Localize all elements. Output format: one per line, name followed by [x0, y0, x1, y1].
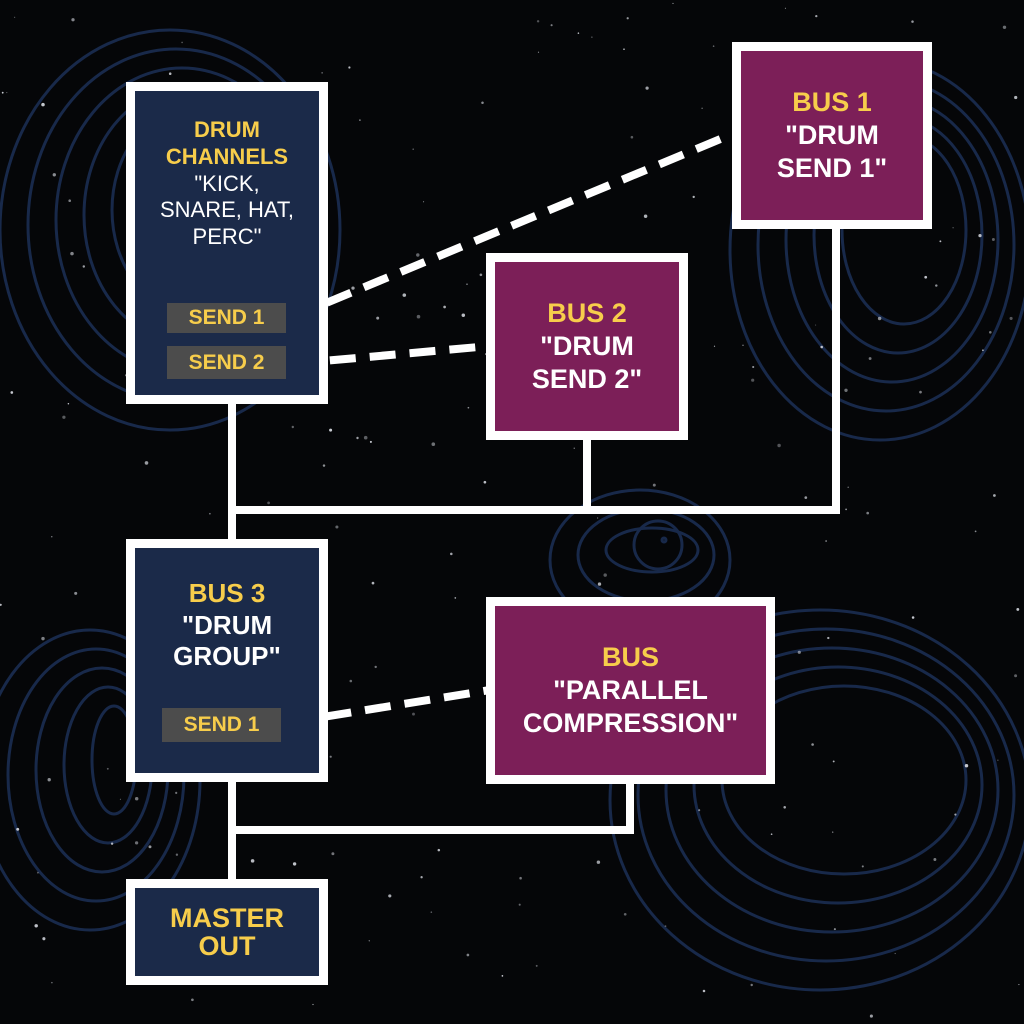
bus3-title: BUS 3 [188, 578, 266, 608]
bus3-send1-to-parallel-dashed-line [285, 686, 491, 727]
drum-channels-box: DRUM CHANNELS "KICK, SNARE, HAT, PERC" [126, 82, 328, 404]
heart-illustration-texture [0, 28, 1024, 992]
drum-channels-send2-tag: SEND 2 [167, 346, 286, 379]
parallel-bus-name-line1: "PARALLEL [553, 675, 708, 706]
bus1-name-line2: SEND 1" [776, 152, 888, 183]
master-out-line2: OUT [198, 931, 256, 961]
bus3-name-line2: GROUP" [173, 641, 281, 672]
bus3-box: BUS 3 "DRUM GROUP" [126, 539, 328, 782]
bus3-send1-tag: SEND 1 [162, 708, 281, 742]
parallel-bus-name-line2: COMPRESSION" [522, 707, 739, 738]
parallel-return-line [232, 780, 634, 834]
send2-to-bus2-dashed-line [289, 342, 491, 368]
bus1-return-line [232, 228, 840, 514]
bus2-box: BUS 2 "DRUM SEND 2" [486, 253, 688, 440]
bus2-name-line1: "DRUM [540, 331, 634, 362]
bus1-name-line1: "DRUM [785, 120, 879, 151]
bus1-title: BUS 1 [792, 87, 872, 118]
drum-channels-title-line1: DRUM [194, 117, 260, 142]
bus2-title: BUS 2 [547, 298, 627, 329]
drum-channels-send1-tag: SEND 1 [167, 303, 286, 333]
drum-channels-desc-line3: PERC" [192, 224, 262, 250]
master-out-line1: MASTER [170, 902, 284, 933]
master-out-box: MASTER OUT [126, 879, 328, 985]
drum-channels-title-line2: CHANNELS [165, 143, 289, 169]
parallel-bus-title: BUS [601, 642, 659, 673]
drum-channels-desc-line2: SNARE, HAT, [159, 197, 295, 223]
drum-channels-desc-line1: "KICK, [194, 170, 260, 196]
bus2-name-line2: SEND 2" [531, 363, 643, 394]
bus3-name-line1: "DRUM [181, 609, 273, 640]
parallel-compression-box: BUS "PARALLEL COMPRESSION" [486, 597, 775, 784]
bus1-box: BUS 1 "DRUM SEND 1" [732, 42, 932, 229]
